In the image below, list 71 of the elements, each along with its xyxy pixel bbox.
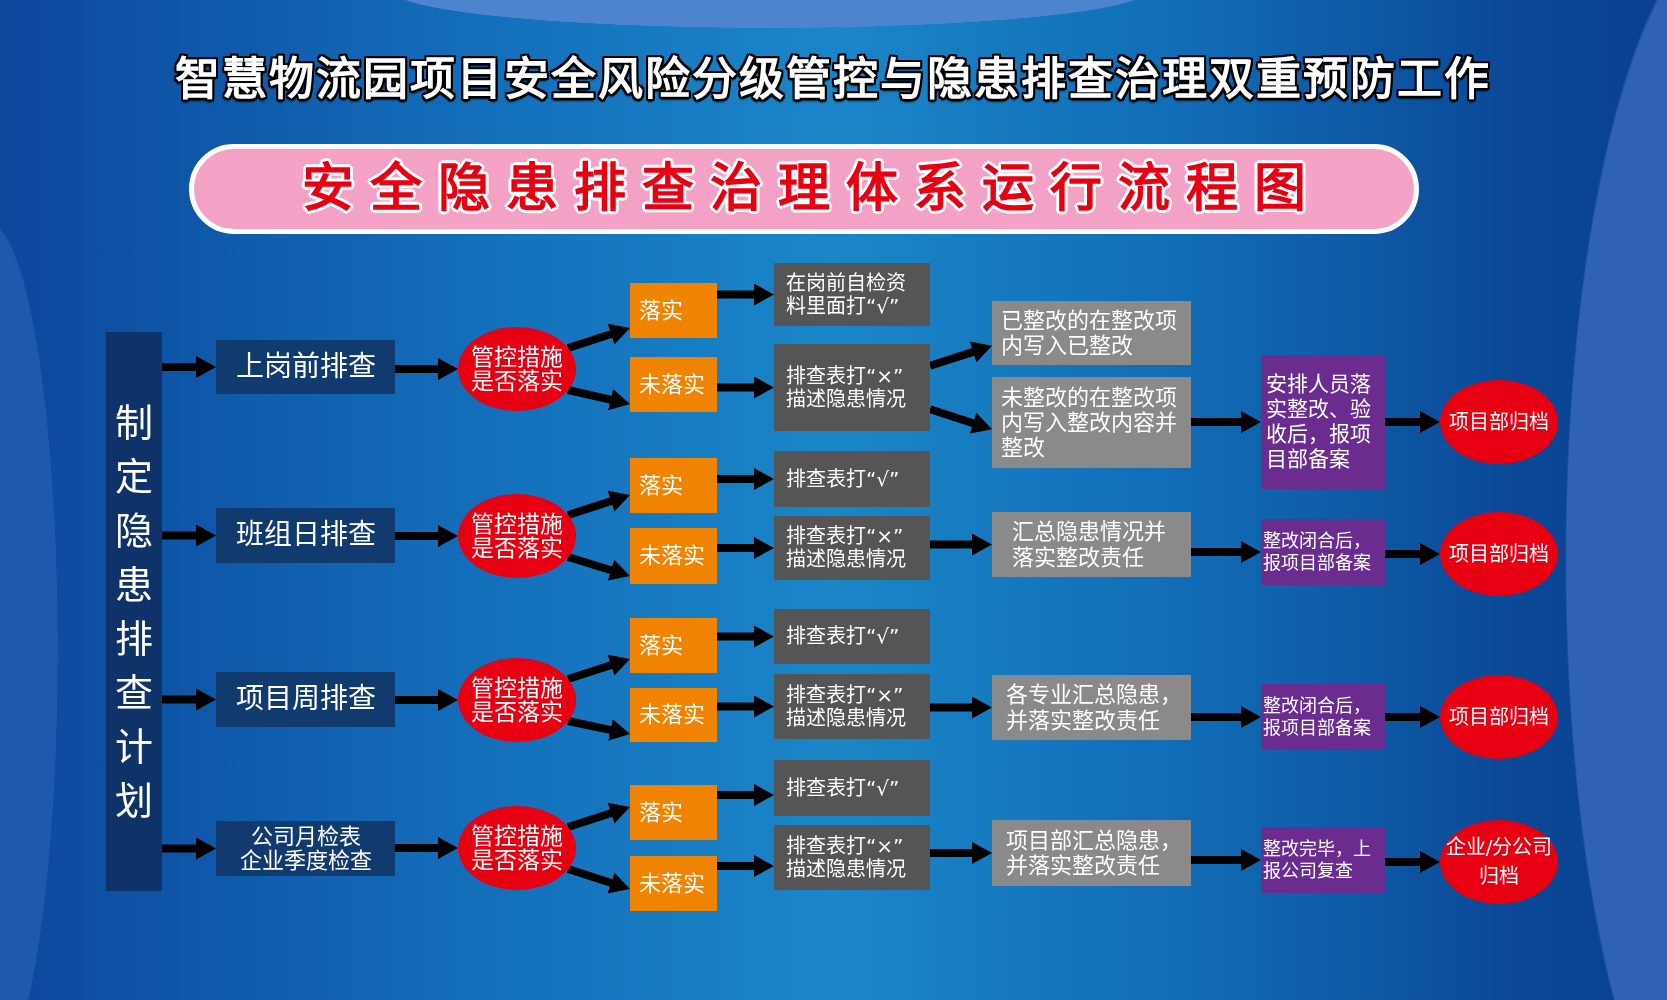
arrow	[162, 356, 216, 378]
arrow	[1191, 411, 1261, 433]
process-box: 整改完毕，上报公司复查	[1261, 827, 1385, 893]
arrow	[1385, 851, 1440, 873]
process-box: 安排人员落实整改、验收后，报项目部备案	[1261, 355, 1385, 489]
arrow	[717, 283, 774, 306]
process-box: 上岗前排查	[216, 340, 395, 394]
arrow	[395, 358, 458, 380]
arrow	[928, 341, 994, 370]
arrow	[162, 524, 216, 547]
arrow	[928, 405, 994, 434]
arrow	[717, 537, 774, 559]
status-box: 未落实	[630, 688, 717, 742]
process-box: 排查表打“√”	[774, 760, 930, 816]
arrow	[717, 376, 774, 399]
process-box: 排查表打“×”描述隐患情况	[774, 516, 930, 580]
process-box: 已整改的在整改项内写入已整改	[992, 301, 1191, 365]
arrow	[567, 717, 631, 741]
arrow	[1191, 706, 1261, 728]
arrow	[930, 533, 992, 556]
arrow	[567, 386, 631, 411]
process-box: 排查表打“×”描述隐患情况	[774, 674, 930, 739]
process-box: 整改闭合后，报项目部备案	[1261, 684, 1385, 750]
arrow	[566, 802, 632, 831]
title-banner: 安全隐患排查治理体系运行流程图	[189, 144, 1419, 234]
process-box: 班组日排查	[216, 508, 395, 563]
arrow	[566, 865, 632, 894]
process-box: 项目周排查	[216, 672, 395, 727]
process-box: 排查表打“√”	[774, 609, 930, 664]
arrow	[1385, 411, 1440, 433]
process-box: 汇总隐患情况并落实整改责任	[992, 512, 1191, 577]
arrow	[930, 842, 992, 864]
process-box: 排查表打“×”描述隐患情况	[774, 344, 930, 431]
arrow	[717, 695, 774, 718]
status-box: 落实	[630, 618, 717, 673]
process-box: 项目部汇总隐患，并落实整改责任	[992, 820, 1191, 886]
process-box	[216, 821, 395, 876]
status-box: 未落实	[630, 856, 717, 911]
arrow	[566, 654, 632, 683]
arrow	[566, 490, 632, 519]
arrow	[162, 688, 216, 711]
page-title: 智慧物流园项目安全风险分级管控与隐患排查治理双重预防工作	[175, 52, 1491, 108]
status-box: 落实	[630, 785, 717, 840]
box-text: 企业季度检查	[239, 848, 372, 872]
process-box: 排查表打“√”	[774, 451, 930, 507]
process-box: 在岗前自检资料里面打“√”	[774, 263, 930, 326]
arrow	[1191, 541, 1261, 563]
arrow	[717, 784, 774, 806]
arrow	[1191, 849, 1261, 871]
vertical-box: 制定隐患排查计划	[106, 332, 162, 891]
process-box: 各专业汇总隐患，并落实整改责任	[992, 675, 1191, 740]
process-box: 整改闭合后，报项目部备案	[1261, 519, 1385, 585]
arrow	[395, 525, 458, 547]
status-box: 未落实	[630, 357, 717, 412]
status-box: 落实	[630, 458, 717, 513]
arrow	[395, 689, 458, 711]
arrow	[717, 855, 774, 877]
arrow	[395, 837, 458, 859]
arrow	[1385, 706, 1440, 728]
process-box: 未整改的在整改项内写入整改内容并整改	[992, 377, 1191, 468]
status-box: 未落实	[630, 528, 717, 584]
arrow	[566, 323, 632, 352]
arrow	[1385, 543, 1440, 565]
box-text: 公司月检表	[250, 825, 361, 849]
arrow	[930, 696, 992, 719]
arrow	[162, 837, 216, 860]
arrow	[717, 468, 774, 490]
arrow	[717, 625, 774, 648]
arrow	[566, 553, 632, 581]
process-box: 排查表打“×”描述隐患情况	[774, 825, 930, 890]
status-box: 落实	[630, 283, 717, 338]
